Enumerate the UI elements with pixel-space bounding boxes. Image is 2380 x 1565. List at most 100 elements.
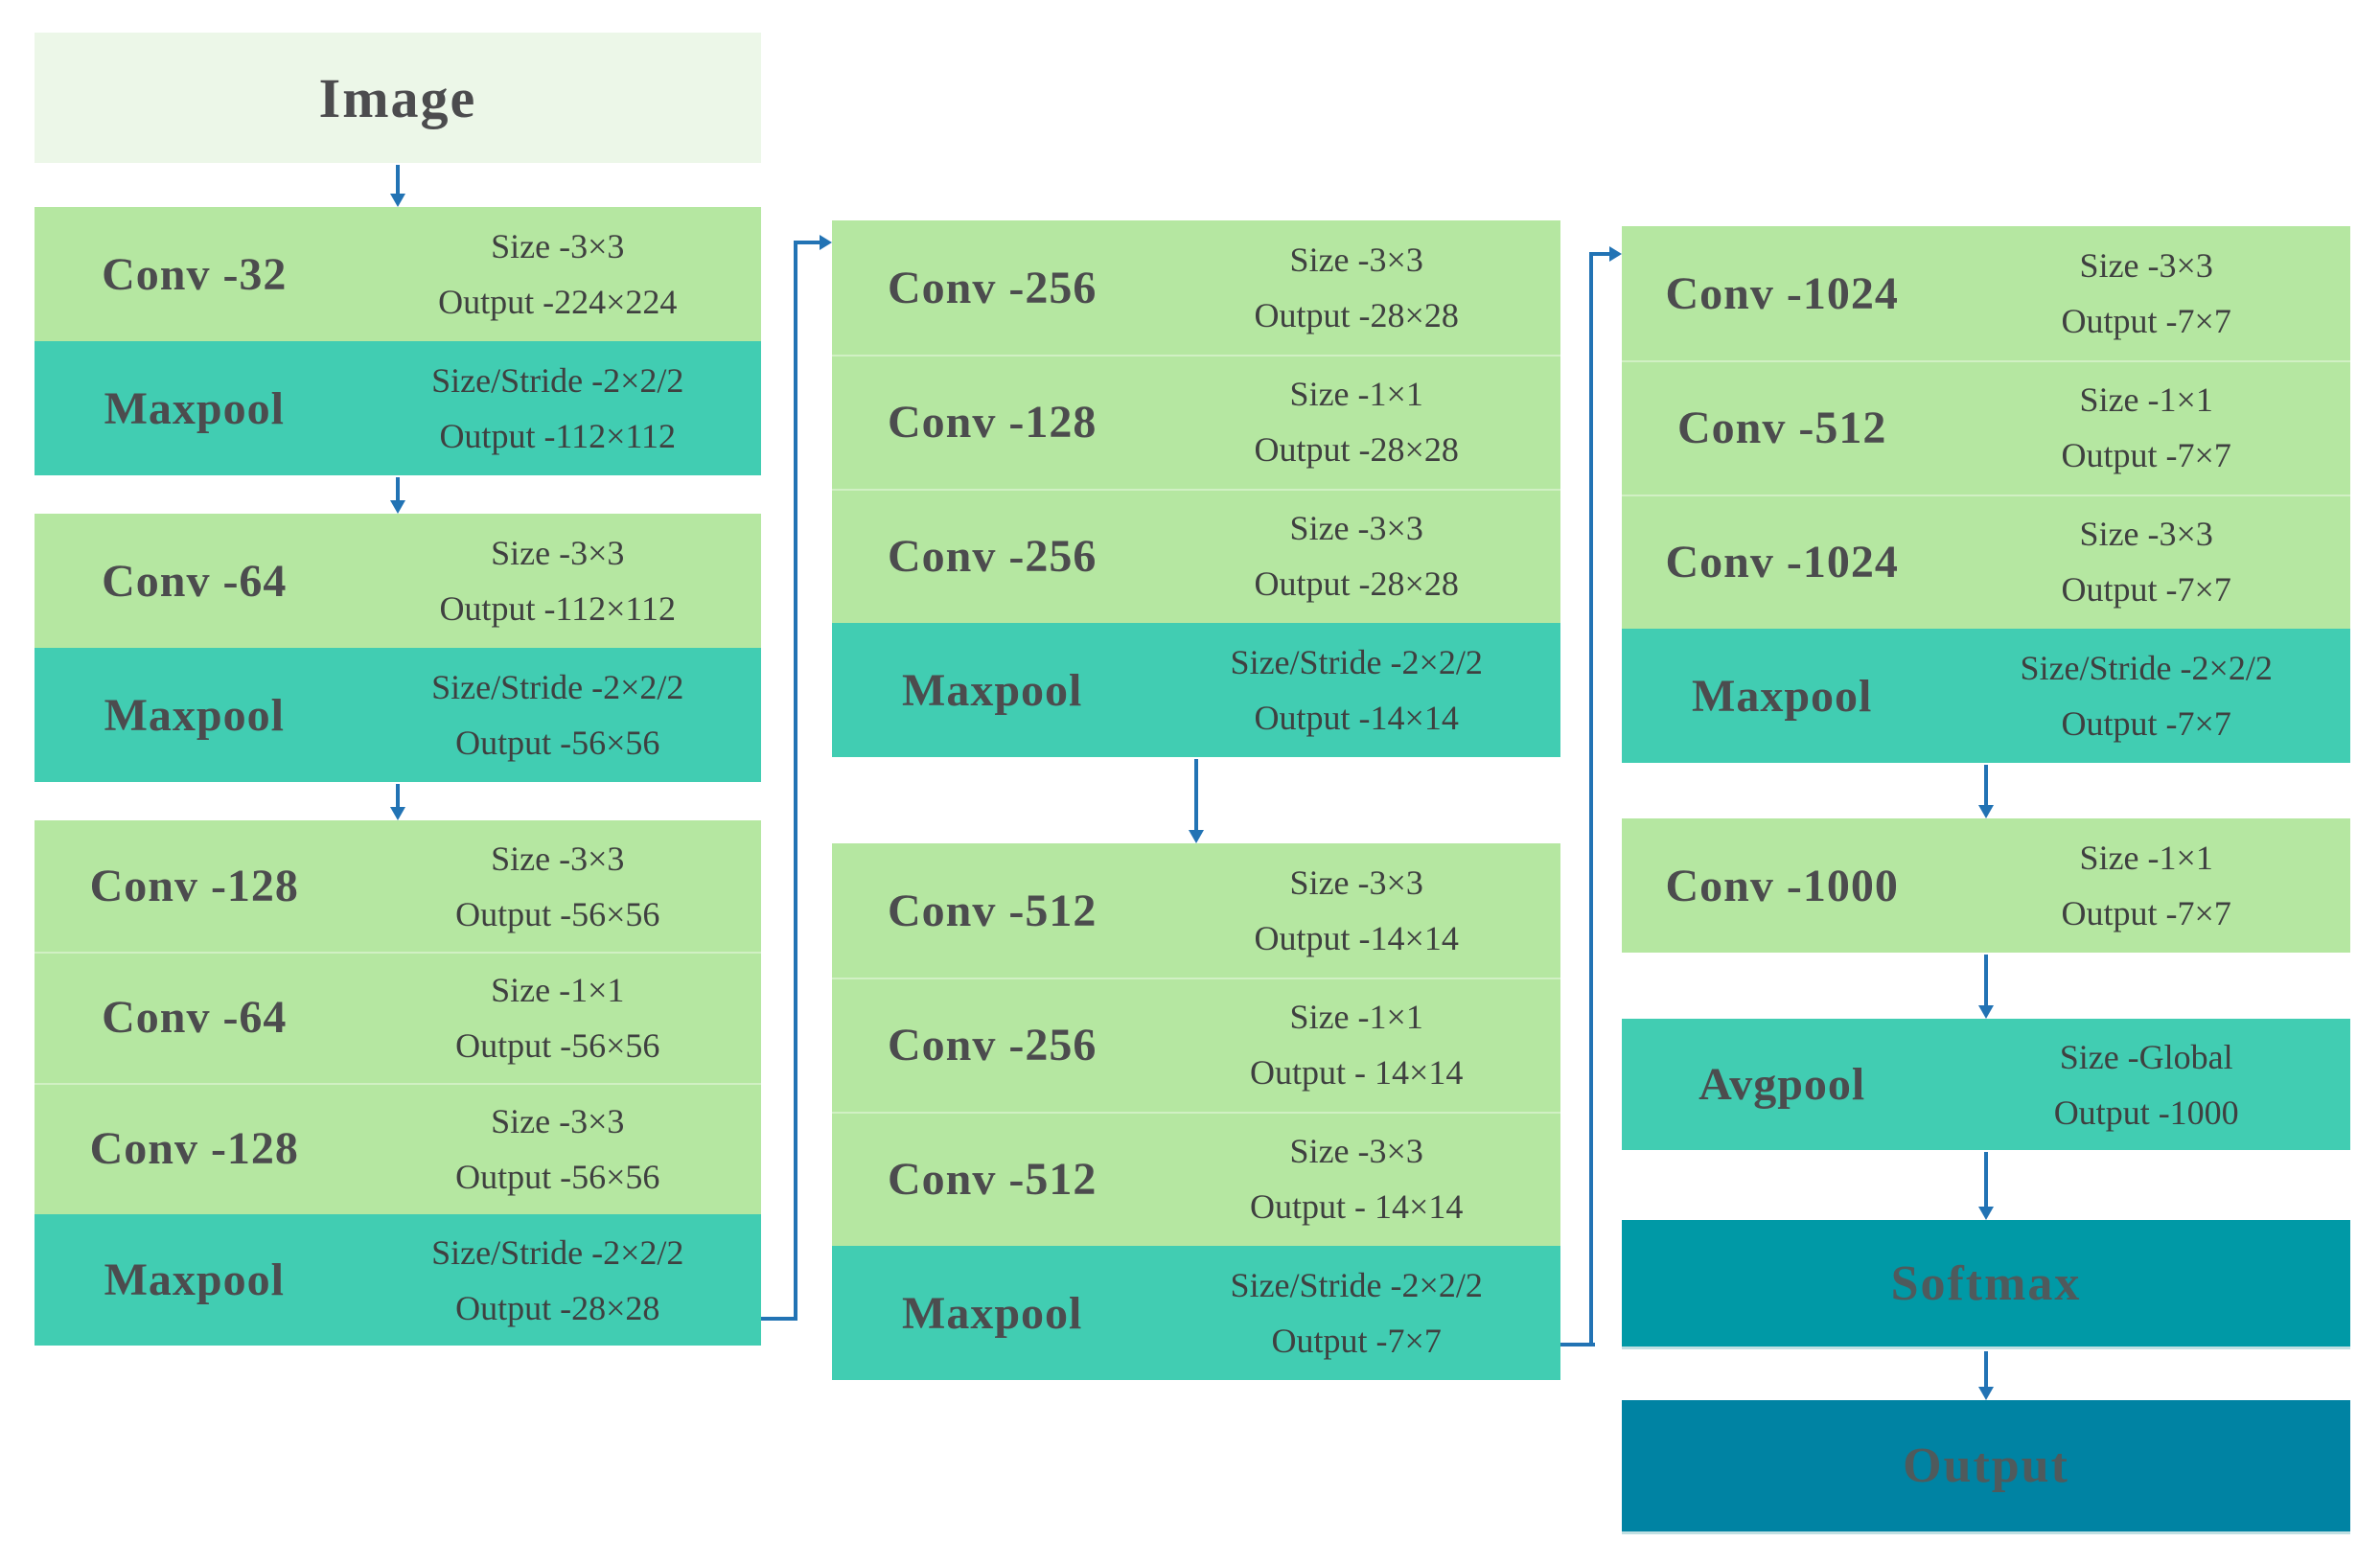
maxpool-label: Maxpool — [104, 1254, 285, 1305]
down-arrow-icon — [390, 784, 405, 820]
col2-to-col3-connector-vertical — [1589, 252, 1593, 1346]
conv-label: Conv -32 — [102, 248, 288, 300]
output-detail: Output -28×28 — [1254, 296, 1459, 334]
down-arrow-icon — [1978, 1351, 1994, 1400]
conv-label: Conv -256 — [888, 530, 1098, 582]
maxpool-label: Maxpool — [902, 1287, 1083, 1339]
conv-label: Conv -128 — [888, 396, 1098, 448]
down-arrow-icon — [1189, 759, 1204, 843]
output-detail: Output -56×56 — [455, 1157, 660, 1196]
col2-to-col3-connector-horizontal — [1560, 1343, 1595, 1346]
conv-label: Conv -512 — [1677, 402, 1887, 453]
conv-label: Conv -128 — [89, 1123, 299, 1174]
output-detail: Output - 14×14 — [1250, 1053, 1464, 1092]
output-detail: Output -28×28 — [455, 1288, 660, 1327]
conv-label: Conv -512 — [888, 885, 1098, 936]
output-detail: Output -7×7 — [2061, 302, 2231, 340]
maxpool-label: Maxpool — [104, 382, 285, 434]
size-detail: Size/Stride -2×2/2 — [2020, 649, 2273, 687]
size-detail: Size -1×1 — [1289, 998, 1423, 1036]
size-detail: Size -3×3 — [491, 227, 625, 265]
size-detail: Size/Stride -2×2/2 — [1230, 1266, 1483, 1304]
conv-label: Conv -1024 — [1665, 536, 1899, 587]
output-detail: Output -7×7 — [2061, 894, 2231, 932]
maxpool-label: Maxpool — [902, 664, 1083, 716]
output-detail: Output -56×56 — [455, 724, 660, 762]
conv-label: Conv -1000 — [1665, 860, 1899, 911]
size-detail: Size -3×3 — [1289, 1132, 1423, 1170]
avgpool-label: Avgpool — [1698, 1059, 1866, 1110]
size-detail: Size/Stride -2×2/2 — [1230, 643, 1483, 681]
input-image-label: Image — [318, 66, 477, 129]
maxpool-label: Maxpool — [104, 689, 285, 741]
conv-label: Conv -1024 — [1665, 267, 1899, 319]
down-arrow-icon — [1978, 955, 1994, 1019]
size-detail: Size/Stride -2×2/2 — [431, 668, 684, 706]
size-detail: Size -3×3 — [491, 1101, 625, 1140]
size-detail: Size/Stride -2×2/2 — [431, 361, 684, 400]
output-detail: Output -7×7 — [2061, 570, 2231, 609]
conv-label: Conv -512 — [888, 1153, 1098, 1205]
size-detail: Size -3×3 — [1289, 863, 1423, 902]
output-detail: Output -7×7 — [1271, 1322, 1442, 1360]
output-label: Output — [1903, 1438, 2069, 1493]
output-detail: Output -28×28 — [1254, 564, 1459, 603]
size-detail: Size -Global — [2059, 1037, 2233, 1076]
down-arrow-icon — [1978, 1152, 1994, 1220]
output-detail: Output -7×7 — [2061, 436, 2231, 474]
size-detail: Size -3×3 — [2079, 246, 2213, 285]
output-detail: Output -112×112 — [439, 589, 677, 628]
output-block: Output — [1622, 1400, 2350, 1534]
down-arrow-icon — [390, 165, 405, 207]
input-image-block: Image — [35, 33, 761, 163]
down-arrow-icon — [390, 477, 405, 514]
output-detail: Output -1000 — [2053, 1093, 2239, 1132]
softmax-label: Softmax — [1890, 1255, 2082, 1311]
size-detail: Size -1×1 — [2079, 380, 2213, 419]
size-detail: Size -1×1 — [1289, 375, 1423, 413]
output-detail: Output -56×56 — [455, 1025, 660, 1065]
output-detail: Output - 14×14 — [1250, 1187, 1464, 1226]
conv-label: Conv -256 — [888, 262, 1098, 313]
output-detail: Output -224×224 — [438, 283, 678, 321]
size-detail: Size -1×1 — [491, 970, 625, 1009]
size-detail: Size -3×3 — [491, 839, 625, 878]
output-detail: Output -28×28 — [1254, 430, 1459, 469]
maxpool-label: Maxpool — [1692, 670, 1873, 722]
conv-label: Conv -256 — [888, 1019, 1098, 1070]
col1-to-col2-connector-arrow — [796, 235, 832, 250]
size-detail: Size -3×3 — [2079, 515, 2213, 553]
output-detail: Output -56×56 — [455, 894, 660, 933]
output-detail: Output -14×14 — [1254, 919, 1459, 957]
size-detail: Size/Stride -2×2/2 — [431, 1232, 684, 1272]
size-detail: Size -1×1 — [2079, 839, 2213, 877]
output-detail: Output -14×14 — [1254, 699, 1459, 737]
softmax-block: Softmax — [1622, 1220, 2350, 1349]
col2-to-col3-connector-arrow — [1591, 246, 1622, 262]
col1-to-col2-connector-vertical — [794, 241, 797, 1321]
output-detail: Output -7×7 — [2061, 704, 2231, 743]
size-detail: Size -3×3 — [491, 534, 625, 572]
size-detail: Size -3×3 — [1289, 241, 1423, 279]
